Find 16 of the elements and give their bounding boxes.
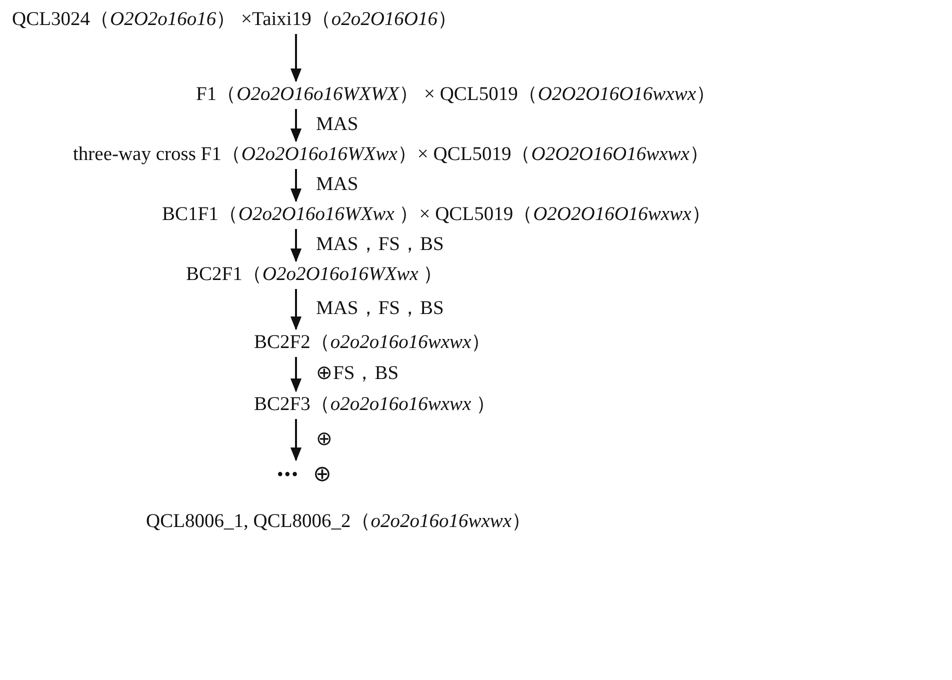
genotype-line: BC2F1（O2o2O16o16WXwx ） xyxy=(186,263,444,287)
genotype-line: BC2F2（o2o2o16o16wxwx） xyxy=(254,331,492,355)
arrow xyxy=(290,229,302,262)
selfing-symbol: ⊕ xyxy=(312,462,331,486)
arrow xyxy=(290,34,302,82)
genotype-line: BC1F1（O2o2O16o16WXwx ）× QCL5019（O2O2O16O16wxwx） xyxy=(162,203,712,227)
arrow xyxy=(290,169,302,202)
genotype-line: F1（O2o2O16o16WXWX） × QCL5019（O2O2O16O16wxwx） xyxy=(196,83,716,107)
genotype-line: BC2F3（o2o2o16o16wxwx ） xyxy=(254,393,496,417)
genotype-line: QCL8006_1, QCL8006_2（o2o2o16o16wxwx） xyxy=(146,510,532,534)
arrow xyxy=(290,357,302,392)
genotype-line: QCL3024（O2O2o16o16） ×Taixi19（o2o2O16O16） xyxy=(12,8,458,32)
arrow xyxy=(290,419,302,462)
arrow xyxy=(290,109,302,142)
arrow xyxy=(290,289,302,330)
genotype-line: three-way cross F1（O2o2O16o16WXwx）× QCL5019（O2O2O16O16wxwx） xyxy=(73,143,710,167)
